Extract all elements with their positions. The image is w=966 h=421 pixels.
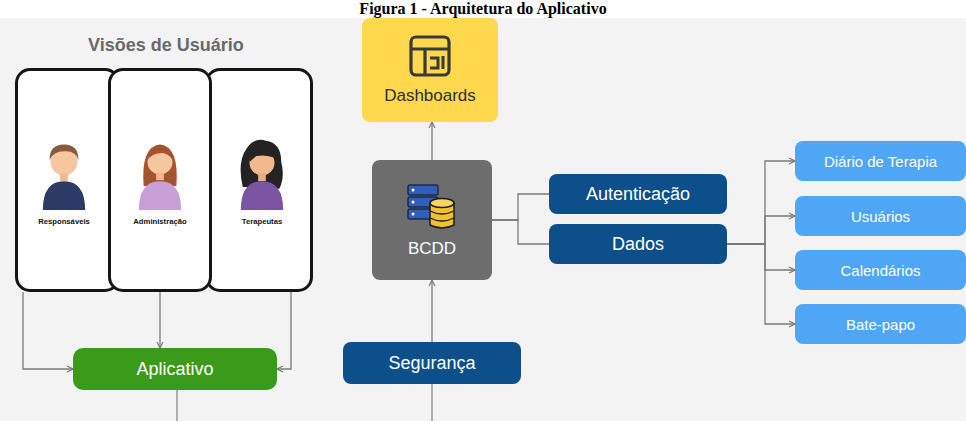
box-label: BCDD: [408, 239, 456, 259]
box-label: Usuários: [851, 208, 910, 225]
service-box: Autenticação: [549, 174, 727, 214]
user-role-label: Administração: [113, 217, 207, 226]
connector: [727, 216, 795, 244]
continuation-line: [431, 384, 432, 421]
box-label: Dados: [612, 234, 664, 255]
box-label: Segurança: [388, 353, 475, 374]
box-label: Diário de Terapia: [824, 153, 937, 170]
data-box: Diário de Terapia: [795, 141, 966, 181]
service-box: Segurança: [343, 342, 521, 384]
box-label: Autenticação: [586, 184, 690, 205]
data-box: Usuários: [795, 196, 966, 236]
connector: [727, 161, 795, 244]
box-label: Aplicativo: [136, 359, 213, 380]
connector: [727, 244, 795, 324]
connector: [492, 220, 549, 244]
box-label: Bate-papo: [846, 316, 915, 333]
connector: [492, 194, 549, 220]
data-box: Bate-papo: [795, 304, 966, 344]
user-phone: Administração: [108, 68, 212, 292]
user-phone: Terapeutas: [205, 68, 313, 292]
database-box: BCDD: [372, 160, 492, 280]
user-role-label: Responsáveis: [20, 217, 108, 226]
connector: [277, 292, 291, 369]
box-label: Calendários: [840, 262, 920, 279]
dashboard-icon: [408, 34, 452, 78]
box-label: Dashboards: [384, 86, 476, 106]
user-role-label: Terapeutas: [216, 217, 308, 226]
page-title: Figura 1 - Arquitetura do Aplicativo: [0, 0, 966, 18]
person-avatar: [233, 133, 291, 210]
dashboard-box: Dashboards: [362, 18, 498, 122]
icon-holder: [404, 181, 460, 235]
service-box: Dados: [549, 224, 727, 264]
connector: [159, 292, 160, 348]
connector: [431, 280, 432, 342]
connector: [23, 292, 73, 369]
connector: [431, 122, 432, 160]
continuation-line: [176, 390, 177, 421]
database-icon: [404, 181, 460, 231]
app-box: Aplicativo: [73, 348, 277, 390]
icon-holder: [408, 34, 452, 82]
user-phone: Responsáveis: [15, 68, 120, 292]
person-avatar: [35, 133, 93, 210]
section-heading: Visões de Usuário: [88, 35, 244, 56]
data-box: Calendários: [795, 250, 966, 290]
person-avatar: [131, 133, 189, 210]
connector: [727, 244, 795, 270]
